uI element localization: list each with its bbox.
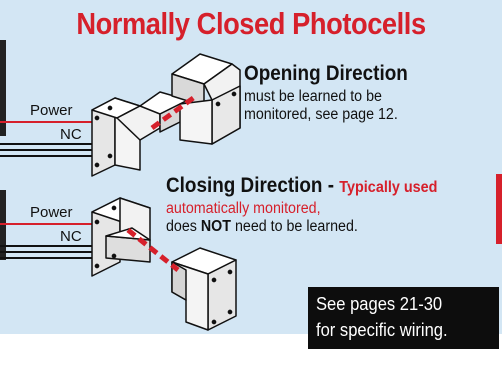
- closing-beam: [126, 228, 180, 272]
- closing-line-2: does NOT need to be learned.: [166, 218, 358, 236]
- page-title: Normally Closed Photocells: [76, 6, 426, 41]
- closing-heading: Closing Direction - Typically used: [166, 174, 437, 198]
- see-pages-note: See pages 21-30 for specific wiring.: [308, 287, 499, 349]
- closing-line-1: automatically monitored,: [166, 200, 321, 217]
- typically-used-note: Typically used: [339, 179, 438, 196]
- edge-bracket-top: [0, 40, 6, 136]
- closing-line-2-post: need to be learned.: [230, 218, 358, 235]
- nc-label-top: NC: [60, 126, 82, 143]
- see-pages-line-1: See pages 21-30: [316, 294, 443, 314]
- photocell-top-right: [171, 53, 241, 145]
- nc-label-bottom: NC: [60, 228, 82, 245]
- see-pages-line-2: for specific wiring.: [316, 320, 448, 340]
- opening-line-2: monitored, see page 12.: [244, 106, 398, 123]
- photocell-bottom-left: [91, 197, 151, 277]
- diagram-panel: [0, 0, 502, 334]
- top-photocell-wires: [0, 121, 92, 157]
- opening-heading: Opening Direction: [244, 62, 408, 85]
- opening-beam: [150, 93, 198, 131]
- edge-marker-right: [496, 174, 502, 244]
- photocell-bottom-right: [171, 247, 237, 331]
- photocell-top-left: [91, 91, 189, 177]
- opening-line-1: must be learned to be: [244, 88, 382, 105]
- power-label-bottom: Power: [30, 204, 73, 221]
- bottom-photocell-wires: [0, 223, 92, 259]
- closing-line-2-pre: does: [166, 218, 201, 235]
- power-label-top: Power: [30, 102, 73, 119]
- closing-line-2-bold: NOT: [200, 218, 231, 235]
- closing-heading-text: Closing Direction -: [166, 174, 335, 197]
